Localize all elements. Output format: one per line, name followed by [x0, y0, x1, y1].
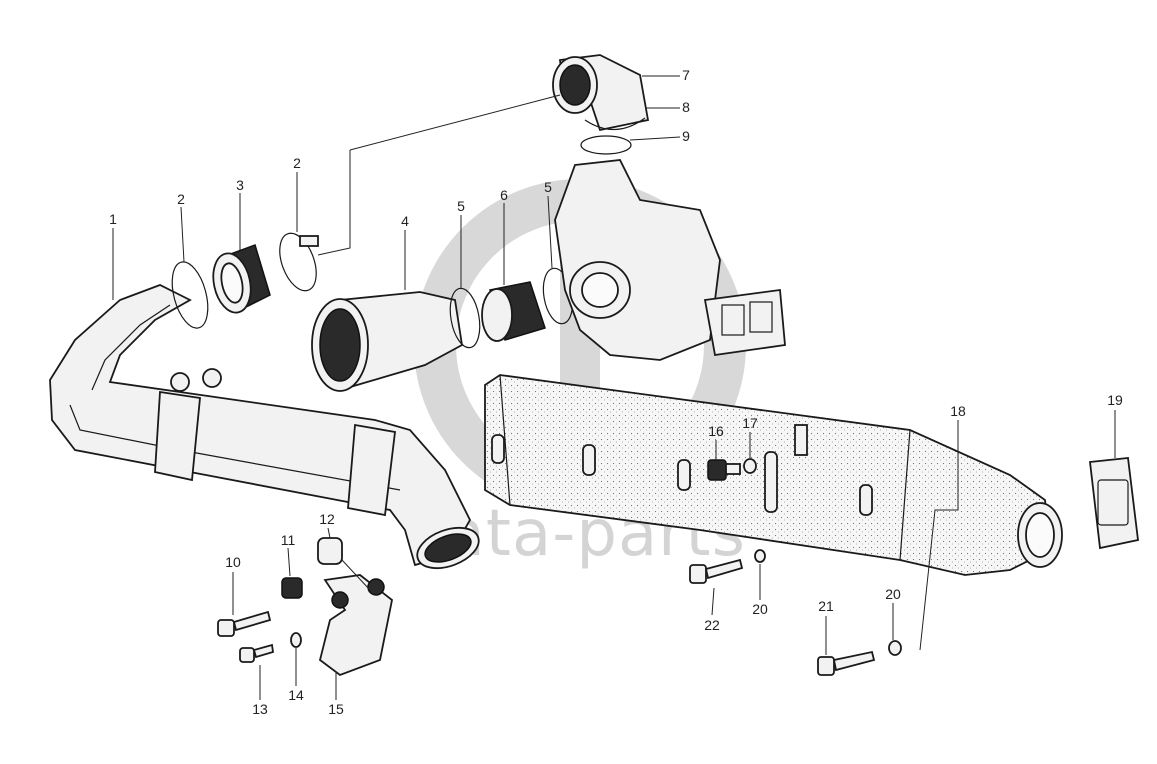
part-2-hose-clamp-left: [171, 261, 209, 329]
callout-5-left: 5: [457, 198, 465, 214]
part-1-intake-pipe: [49, 284, 480, 570]
part-8-clamp: [584, 117, 646, 131]
part-21-bolt: [817, 650, 876, 676]
part-11-nut: [281, 577, 303, 599]
callout-6: 6: [500, 187, 508, 203]
callout-7: 7: [682, 67, 690, 83]
callout-16: 16: [708, 423, 724, 439]
callout-2-left: 2: [177, 191, 185, 207]
callout-19: 19: [1107, 392, 1123, 408]
callout-17: 17: [742, 415, 758, 431]
part-19-gasket: [1089, 457, 1139, 550]
part-7-elbow: [552, 54, 650, 132]
part-20-washer-lower: [888, 640, 902, 656]
callout-20-upper: 20: [752, 601, 768, 617]
callout-2-right: 2: [293, 155, 301, 171]
callout-8: 8: [682, 99, 690, 115]
part-16-bolt: [707, 459, 741, 481]
callout-9: 9: [682, 128, 690, 144]
part-20-washer-upper: [754, 549, 766, 563]
callout-4: 4: [401, 213, 409, 229]
callout-12: 12: [319, 511, 335, 527]
part-5-clamp-left: [449, 287, 481, 349]
callout-20-lower: 20: [885, 586, 901, 602]
part-4-conical-pipe: [311, 291, 463, 392]
part-15-band-clamp: [318, 574, 393, 677]
callout-18: 18: [950, 403, 966, 419]
part-17-washer: [743, 451, 778, 513]
part-6-rubber-sleeve: [481, 281, 546, 342]
part-10-bolt: [217, 610, 272, 637]
turbocharger: [554, 159, 786, 361]
part-14-washer: [290, 632, 302, 648]
callout-13: 13: [252, 701, 268, 717]
callout-5-right: 5: [544, 179, 552, 195]
leader-lines: [112, 75, 1116, 700]
part-3-rubber-sleeve: [212, 244, 271, 314]
callout-22: 22: [704, 617, 720, 633]
part-2-hose-clamp-right: [279, 232, 319, 292]
part-13-bolt: [239, 643, 275, 663]
callout-15: 15: [328, 701, 344, 717]
part-12-sleeve-nut: [317, 537, 343, 565]
callout-labels: 1 2 3 2 4 5 6 5 7 8 9 10 11 12 13 14 15 …: [109, 67, 1123, 717]
callout-11: 11: [281, 532, 296, 548]
callout-3: 3: [236, 177, 244, 193]
part-22-bolt: [689, 558, 744, 584]
callout-14: 14: [288, 687, 304, 703]
callout-1: 1: [109, 211, 117, 227]
callout-10: 10: [225, 554, 241, 570]
callout-21: 21: [818, 598, 834, 614]
part-9-o-ring: [580, 135, 632, 155]
